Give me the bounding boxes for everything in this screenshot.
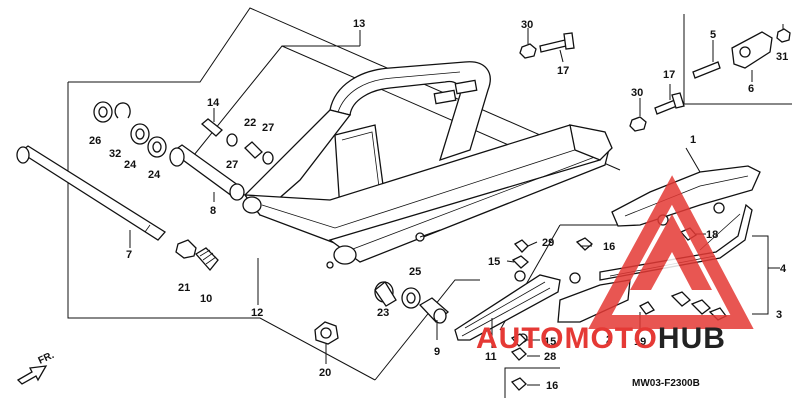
callout-9: 9 — [434, 346, 440, 358]
callout-10: 10 — [200, 293, 212, 305]
direction-label: FR. — [37, 350, 56, 367]
watermark-brand-auto: AUTOMOTOHUB — [476, 322, 726, 355]
watermark-brand-part1: AUTOMOTO — [476, 322, 658, 355]
callout-numbers: 1 2 3 4 5 6 7 8 9 10 11 12 13 14 15 15 1… — [89, 18, 788, 392]
callout-2: 2 — [606, 334, 612, 346]
watermark-logo — [588, 175, 754, 329]
pivot-parts — [16, 101, 450, 345]
callout-4: 4 — [780, 263, 787, 275]
callout-13: 13 — [353, 18, 365, 30]
callout-27b: 27 — [226, 159, 238, 171]
callout-24b: 24 — [148, 169, 161, 181]
callout-30b: 30 — [631, 87, 643, 99]
callout-3: 3 — [776, 309, 782, 321]
callout-6: 6 — [748, 83, 754, 95]
callout-32: 32 — [109, 148, 121, 160]
callout-16b: 16 — [546, 380, 558, 392]
leader-lines — [129, 24, 784, 386]
pivot-axle-bolt — [16, 145, 166, 241]
diagram-code: MW03-F2300B — [632, 378, 700, 389]
callout-22: 22 — [244, 117, 256, 129]
swingarm-body — [242, 61, 613, 269]
callout-20: 20 — [319, 367, 331, 379]
callout-1: 1 — [690, 134, 696, 146]
callout-17b: 17 — [663, 69, 675, 81]
watermark-brand-part2: HUB — [658, 322, 726, 355]
group-boundary-lines — [67, 7, 792, 398]
callout-18: 18 — [706, 229, 718, 241]
callout-19: 19 — [634, 336, 646, 348]
callout-30a: 30 — [521, 19, 533, 31]
callout-16a: 16 — [603, 241, 615, 253]
callout-12: 12 — [251, 307, 263, 319]
callout-14: 14 — [207, 97, 220, 109]
callout-26: 26 — [89, 135, 101, 147]
callout-28: 28 — [544, 351, 556, 363]
adjuster-bolts — [519, 28, 791, 132]
watermark-text: AUTOMOTOHUB — [476, 322, 726, 355]
front-direction-indicator: FR. — [16, 350, 56, 385]
callout-11: 11 — [485, 351, 497, 363]
callout-5: 5 — [710, 29, 716, 41]
callout-25: 25 — [409, 266, 421, 278]
callout-27a: 27 — [262, 122, 274, 134]
callout-24a: 24 — [124, 159, 137, 171]
callout-31: 31 — [776, 51, 788, 63]
callout-29: 29 — [542, 237, 554, 249]
callout-21: 21 — [178, 282, 190, 294]
callout-23: 23 — [377, 307, 389, 319]
callout-8: 8 — [210, 205, 216, 217]
callout-15b: 15 — [544, 336, 556, 348]
callout-17a: 17 — [557, 65, 569, 77]
callout-7: 7 — [126, 249, 132, 261]
small-bolts — [510, 227, 727, 391]
callout-15a: 15 — [488, 256, 500, 268]
